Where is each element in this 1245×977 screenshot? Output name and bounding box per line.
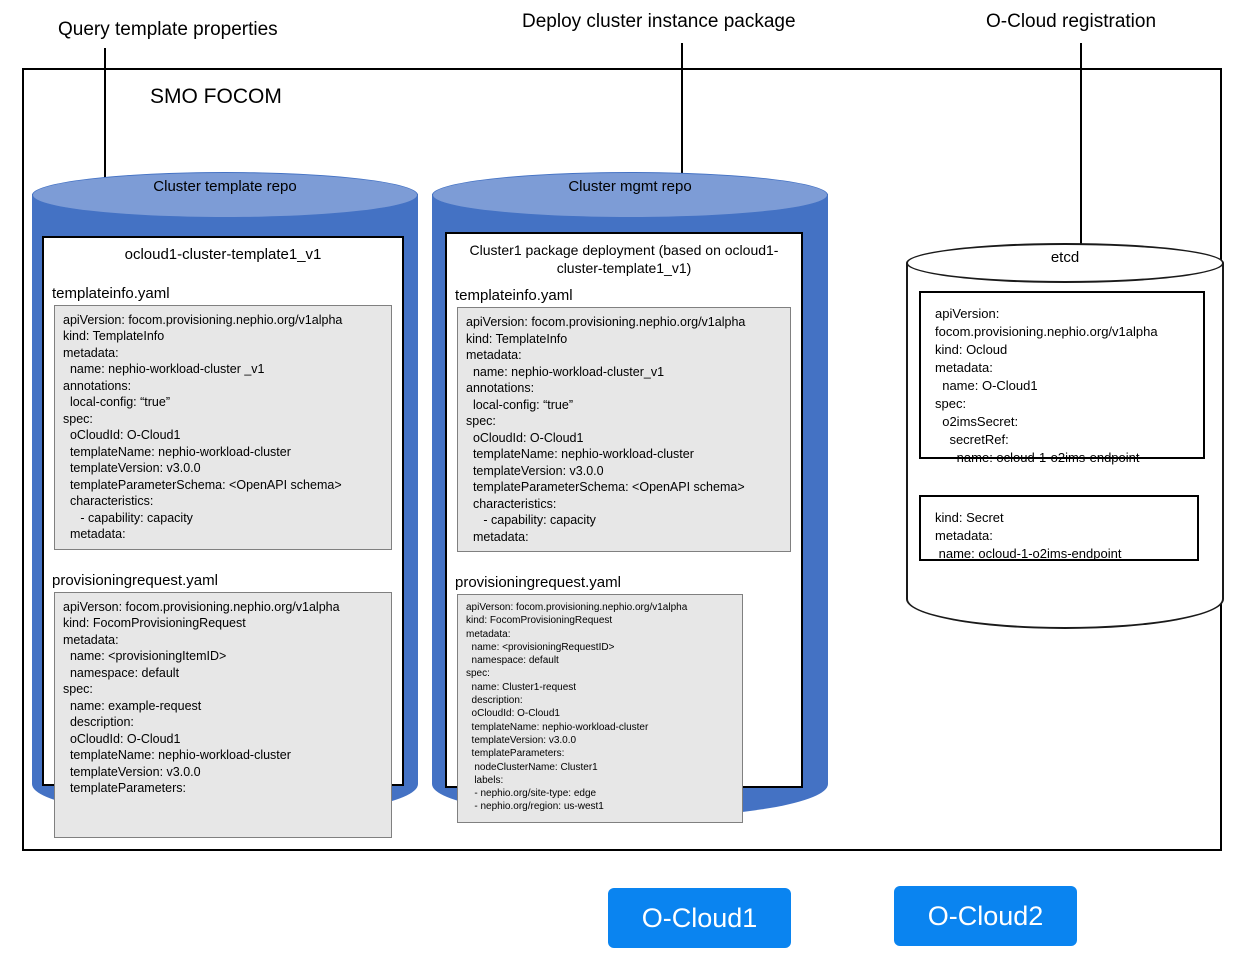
yaml-templateinfo: apiVersion: focom.provisioning.nephio.or… [54,304,392,550]
callout-deploy-cluster-instance-package: Deploy cluster instance package [522,11,796,32]
cluster-template-repo-panel: ocloud1-cluster-template1_v1 templateinf… [42,236,404,838]
yaml-templateinfo: apiVersion: focom.provisioning.nephio.or… [457,307,791,552]
cylinder-top-ellipse [32,172,418,218]
arrow-line-query-template-properties [104,48,106,241]
ocloud2-button[interactable]: O-Cloud2 [894,886,1077,946]
ocloud1-label: O-Cloud1 [641,902,758,933]
etcd-label: etcd [1050,249,1080,266]
file-label-templateinfo: templateinfo.yaml [52,284,170,302]
ocloud2-label: O-Cloud2 [927,900,1044,931]
smo-focom-title: SMO FOCOM [150,85,282,108]
yaml-provisioningrequest: apiVerson: focom.provisioning.nephio.org… [54,591,392,838]
cluster-mgmt-repo-panel: Cluster1 package deployment (based on oc… [445,232,803,823]
etcd-record-ocloud: apiVersion: focom.provisioning.nephio.or… [919,291,1205,465]
cluster-mgmt-repo-label: Cluster mgmt repo [568,178,692,195]
cluster-template-repo-label: Cluster template repo [153,178,297,195]
arrow-line-deploy-cluster-instance-package [681,43,683,231]
file-label-provisioningrequest: provisioningrequest.yaml [455,574,621,591]
arrow-line-ocloud-registration [1080,43,1082,291]
file-label-templateinfo: templateinfo.yaml [455,287,573,304]
ocloud1-button[interactable]: O-Cloud1 [608,888,791,948]
etcd-record-secret: kind: Secret metadata: name: ocloud-1-o2… [919,495,1199,561]
callout-query-template-properties: Query template properties [58,19,278,40]
mgmt-panel-title: Cluster1 package deployment (based on oc… [469,242,779,276]
file-label-provisioningrequest: provisioningrequest.yaml [52,571,218,589]
cylinder-top-ellipse [432,172,828,218]
template-panel-title: ocloud1-cluster-template1_v1 [124,246,322,263]
yaml-provisioningrequest: apiVerson: focom.provisioning.nephio.org… [457,594,743,823]
etcd-top-ellipse [906,243,1224,283]
callout-ocloud-registration: O-Cloud registration [986,11,1157,32]
